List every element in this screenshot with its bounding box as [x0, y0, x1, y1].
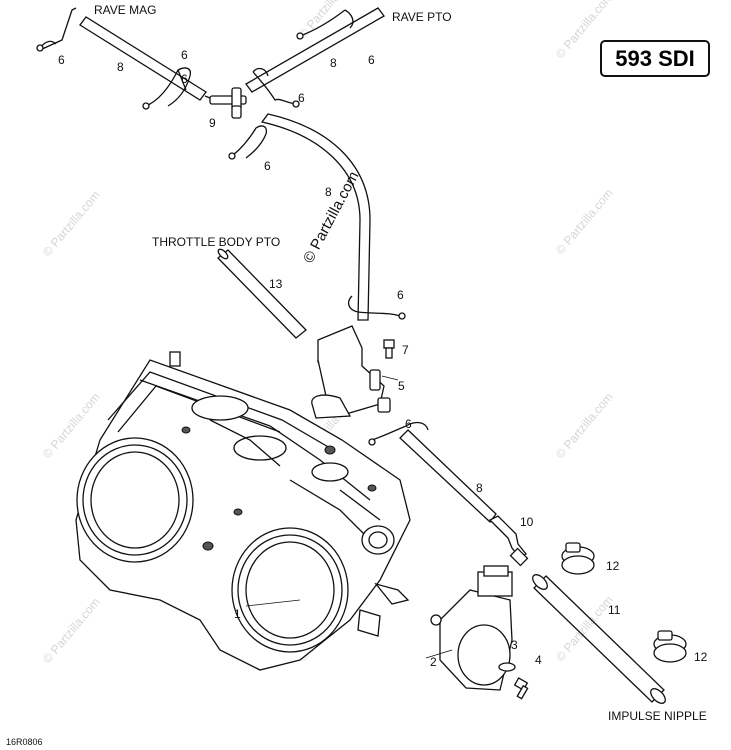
callout-6: 6: [368, 53, 375, 67]
callout-10: 10: [520, 515, 534, 529]
callout-11: 11: [608, 603, 621, 617]
hose-rave-mag: [79, 16, 207, 101]
solenoid-valve: [311, 325, 391, 419]
callout-8: 8: [325, 185, 332, 199]
label-rave-mag: RAVE MAG: [94, 3, 157, 17]
label-impulse-nipple: IMPULSE NIPPLE: [608, 709, 707, 723]
screw-4: [513, 677, 529, 700]
callout-6: 6: [264, 159, 271, 173]
throttle-position-sensor: [430, 565, 513, 691]
model-badge: 593 SDI: [600, 40, 710, 77]
callout-12: 12: [606, 559, 620, 573]
callout-4: 4: [535, 653, 542, 667]
hose-rave-pto: [245, 7, 385, 93]
clamp-6: [36, 7, 77, 52]
hose-13: [217, 249, 307, 339]
clamp-6: [368, 421, 429, 446]
callout-6: 6: [181, 72, 188, 86]
callout-9: 9: [209, 116, 216, 130]
screw-7: [383, 339, 395, 359]
callout-6: 6: [405, 417, 412, 431]
callout-12: 12: [694, 650, 708, 664]
drawing-code: 16R0806: [6, 737, 43, 747]
label-throttle-body-pto: THROTTLE BODY PTO: [152, 235, 281, 249]
callout-2: 2: [430, 655, 437, 669]
callout-8: 8: [330, 56, 337, 70]
callout-1: 1: [234, 607, 241, 621]
callout-6: 6: [58, 53, 65, 67]
callout-5: 5: [398, 379, 405, 393]
fitting-10: [488, 515, 529, 567]
label-rave-pto: RAVE PTO: [392, 10, 452, 24]
callout-6: 6: [298, 91, 305, 105]
t-fitting: [209, 87, 247, 119]
throttle-body: [75, 351, 411, 671]
callout-13: 13: [269, 277, 283, 291]
callout-6: 6: [181, 48, 188, 62]
hose-down: [260, 113, 371, 321]
callout-8: 8: [117, 60, 124, 74]
clamp-6: [296, 9, 354, 40]
leader-lines: [245, 375, 453, 659]
callout-3: 3: [511, 638, 518, 652]
clamp-12: [561, 542, 595, 575]
clamp-12: [653, 630, 687, 663]
clamp-6: [228, 125, 268, 160]
callout-6: 6: [397, 288, 404, 302]
clamp-6: [347, 295, 406, 320]
callout-7: 7: [402, 343, 409, 357]
hose-11: [533, 575, 665, 703]
clamp-6: [252, 67, 300, 108]
clamp-6: [142, 67, 192, 110]
washer-3: [498, 662, 516, 672]
callout-8: 8: [476, 481, 483, 495]
hose-8-lower: [399, 429, 497, 523]
